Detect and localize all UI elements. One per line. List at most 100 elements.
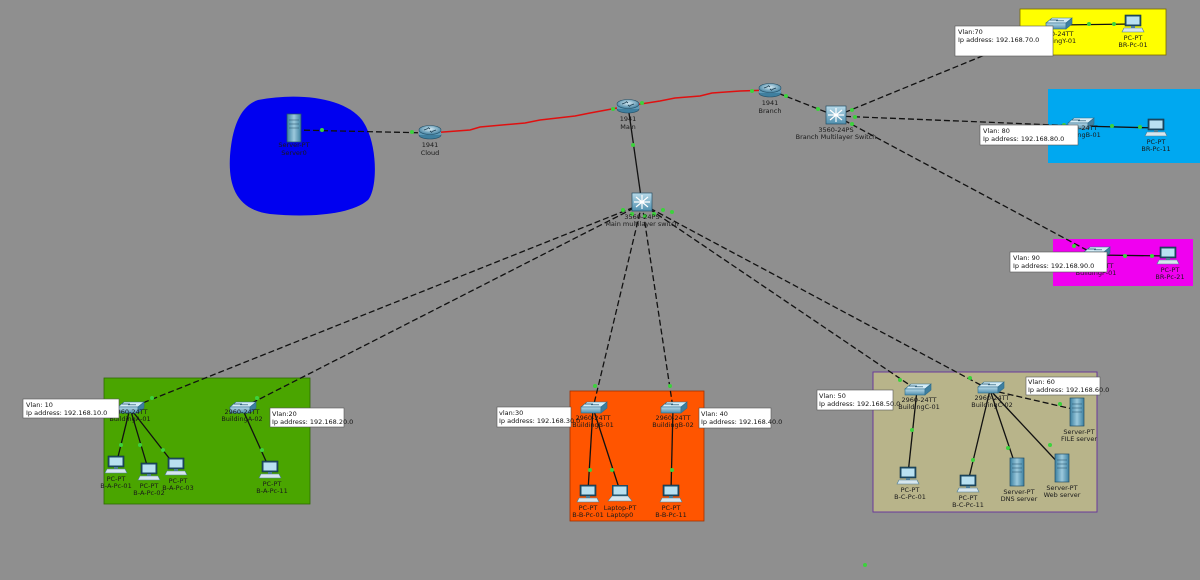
pc-ba01-device[interactable]: PC-PT B-A-Pc-01: [100, 455, 132, 490]
link-b01-laptop[interactable]: [592, 407, 621, 492]
switch-a01-name-label: BuildingA-01: [109, 415, 150, 423]
link-mainmls-b02[interactable]: [641, 203, 674, 409]
link-branch-mls[interactable]: [769, 89, 837, 117]
pc-br01-device[interactable]: PC-PT BR-Pc-01: [1118, 14, 1148, 49]
note-vlan40[interactable]: Vlan: 40 Ip address: 192.168.40.0: [698, 407, 782, 429]
note-vlan60[interactable]: Vlan: 60 Ip address: 192.168.60.0: [1025, 376, 1109, 396]
pc-br11-model-label: PC-PT: [1147, 138, 1166, 146]
link-mainmls-c01[interactable]: [641, 203, 918, 391]
link-a02-pc11[interactable]: [241, 407, 271, 471]
link-main-mainmls[interactable]: [627, 105, 643, 205]
note-vlan50[interactable]: Vlan: 50 Ip address: 192.168.50.0: [816, 389, 900, 411]
switch-a02-device[interactable]: 2960-24TT BuildingA-02: [221, 401, 263, 423]
link-mls-b01branch[interactable]: [835, 115, 1081, 127]
server-web-device[interactable]: Server-PT Web server: [1044, 453, 1081, 499]
port-status-layer: [119, 22, 1154, 567]
pc-ba11-name-label: B-A-Pc-11: [256, 487, 287, 495]
note-vlan20[interactable]: Vlan:20 Ip address: 192.168.20.0: [269, 407, 353, 428]
serial-link-cloud-main[interactable]: [429, 105, 629, 134]
switch-y01-name-label: BuildingY-01: [1036, 37, 1076, 45]
link-c02-dns[interactable]: [989, 389, 1018, 471]
link-server-cloud[interactable]: [294, 129, 431, 134]
link-p01-pc[interactable]: [1095, 254, 1169, 257]
pc-br01-model-label: PC-PT: [1124, 34, 1143, 42]
switch-b02-device[interactable]: 2960-24TT BuildingB-02: [652, 401, 694, 429]
note-vlan10-line1: Vlan: 10: [26, 401, 53, 409]
switch-b01-model-label: 2960-24TT: [576, 414, 611, 422]
mls-main-device[interactable]: 3560-24PS Main multilayer switch: [605, 192, 679, 228]
pc-ba02-model-label: PC-PT: [140, 482, 159, 490]
pc-ba02-name-label: B-A-Pc-02: [133, 489, 164, 497]
note-vlan80[interactable]: Vlan: 80 Ip address: 192.168.80.0: [979, 124, 1079, 146]
pc-bb01-device[interactable]: PC-PT B-B-Pc-01: [572, 484, 604, 519]
note-vlan80-line2: Ip address: 192.168.80.0: [983, 135, 1064, 143]
switch-b02-model-label: 2960-24TT: [656, 414, 691, 422]
mls-main-name-label: Main multilayer switch: [605, 220, 678, 228]
pc-br21-device[interactable]: PC-PT BR-Pc-21: [1155, 246, 1185, 281]
server-web-name-label: Web server: [1044, 491, 1081, 499]
note-vlan50-line1: Vlan: 50: [819, 392, 846, 400]
router-cloud-device[interactable]: 1941 Cloud: [418, 125, 442, 158]
note-vlan20-line1: Vlan:20: [272, 410, 297, 418]
server-isp-device[interactable]: Server-PT Server0: [278, 113, 310, 157]
server-file-name-label: FILE server: [1061, 435, 1097, 443]
link-c01-pc01[interactable]: [907, 389, 918, 475]
link-mainmls-b01[interactable]: [592, 203, 643, 409]
switch-y01-device[interactable]: 2960-24TT BuildingY-01: [1036, 17, 1076, 45]
mls-main-model-label: 3560-24PS: [624, 213, 659, 221]
pc-bb11-device[interactable]: PC-PT B-B-Pc-11: [655, 484, 687, 519]
note-vlan80-line1: Vlan: 80: [983, 127, 1010, 135]
pc-br21-name-label: BR-Pc-21: [1155, 273, 1184, 281]
router-branch-device[interactable]: 1941 Branch: [758, 83, 782, 116]
pc-ba03-device[interactable]: PC-PT B-A-Pc-03: [162, 457, 194, 492]
switch-c02-device[interactable]: 2960-24TT BuildingC-02: [971, 381, 1013, 409]
note-vlan40-line1: Vlan: 40: [701, 410, 728, 418]
pc-br11-device[interactable]: PC-PT BR-Pc-11: [1141, 118, 1171, 153]
note-vlan70[interactable]: Vlan:70 Ip address: 192.168.70.0: [954, 25, 1054, 57]
switch-b01-branch-device[interactable]: 2960-24TT BuildingB-01: [1059, 117, 1101, 139]
note-vlan90[interactable]: Vlan: 90 Ip address: 192.168.90.0: [1009, 251, 1108, 273]
pc-ba11-device[interactable]: PC-PT B-A-Pc-11: [256, 460, 288, 495]
pc-bc01-device[interactable]: PC-PT B-C-Pc-01: [894, 466, 926, 501]
switch-p01-name-label: BuildingP-01: [1076, 269, 1117, 277]
link-a01-pc03[interactable]: [129, 407, 177, 468]
switch-a01-device[interactable]: 2960-24TT BuildingA-01: [109, 401, 151, 423]
note-vlan10[interactable]: Vlan: 10 Ip address: 192.168.10.0: [22, 398, 120, 419]
pc-bc01-model-label: PC-PT: [901, 486, 920, 494]
pc-bc11-device[interactable]: PC-PT B-C-Pc-11: [952, 474, 984, 509]
laptop0-device[interactable]: Laptop-PT Laptop0: [604, 484, 637, 519]
link-a01-pc01[interactable]: [115, 407, 131, 466]
link-b01-pc01[interactable]: [587, 407, 594, 492]
server-dns-device[interactable]: Server-PT DNS server: [1001, 457, 1038, 503]
pc-bb11-name-label: B-B-Pc-11: [655, 511, 687, 519]
switch-b01-device[interactable]: 2960-24TT BuildingB-01: [572, 401, 614, 429]
mls-branch-device[interactable]: 3560-24PS Branch Multilayer Switch: [796, 105, 877, 141]
pc-br11-name-label: BR-Pc-11: [1141, 145, 1170, 153]
note-vlan30[interactable]: vlan:30 Ip address: 192.168.30.0: [496, 406, 580, 428]
link-mls-p01[interactable]: [835, 115, 1097, 256]
pc-ba03-model-label: PC-PT: [169, 477, 188, 485]
switch-a02-name-label: BuildingA-02: [221, 415, 262, 423]
server-file-device[interactable]: Server-PT FILE server: [1061, 397, 1097, 443]
note-vlan60-line2: Ip address: 192.168.60.0: [1028, 386, 1109, 394]
router-main-device[interactable]: 1941 Main: [616, 99, 640, 132]
mls-branch-name-label: Branch Multilayer Switch: [796, 133, 877, 141]
link-c02-fileserver[interactable]: [989, 389, 1078, 411]
link-c02-pc11[interactable]: [967, 389, 991, 483]
switch-c01-device[interactable]: 2960-24TT BuildingC-01: [898, 383, 940, 411]
link-c02-web[interactable]: [989, 389, 1063, 468]
note-vlan90-line1: Vlan: 90: [1013, 254, 1040, 262]
laptop0-model-label: Laptop-PT: [604, 504, 637, 512]
router-main-model-label: 1941: [620, 115, 637, 123]
pc-bc11-model-label: PC-PT: [959, 494, 978, 502]
link-b02-pc11[interactable]: [670, 407, 674, 492]
serial-link-main-branch[interactable]: [627, 89, 771, 107]
link-mainmls-a02[interactable]: [241, 203, 643, 409]
pc-ba02-device[interactable]: PC-PT B-A-Pc-02: [133, 462, 165, 497]
pc-ba03-name-label: B-A-Pc-03: [162, 484, 193, 492]
link-a01-pc02[interactable]: [129, 407, 150, 473]
link-mainmls-a01[interactable]: [129, 203, 643, 409]
link-mainmls-c02[interactable]: [641, 203, 991, 391]
link-b01branch-pc[interactable]: [1079, 125, 1157, 129]
